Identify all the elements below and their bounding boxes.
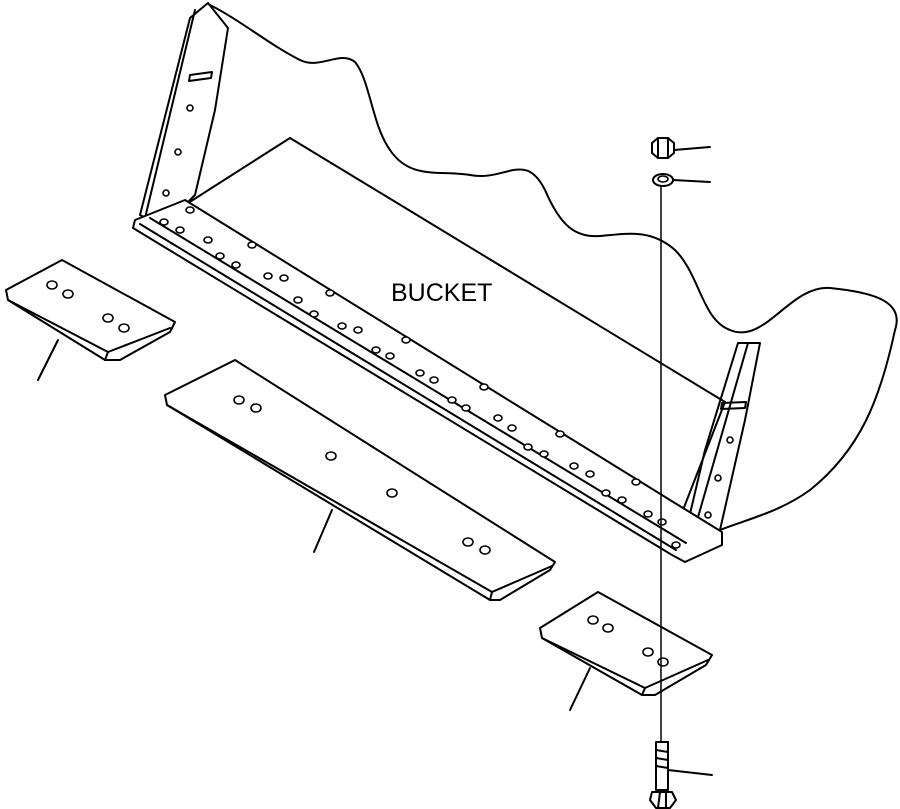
left-end-bit (5, 259, 176, 381)
left-side-inner-edge (144, 9, 196, 219)
bucket-floor-line (289, 137, 726, 403)
bucket-label: BUCKET (391, 279, 492, 307)
nut (651, 137, 711, 159)
left-end-bit-leader (37, 339, 59, 381)
bucket-base-edge-line-2 (149, 217, 687, 544)
right-end-bit-leader (569, 667, 591, 711)
right-side-inner-edge (689, 342, 749, 546)
center-cutting-edge-leader (313, 509, 333, 553)
bucket-floor-right (682, 401, 726, 511)
fasteners (649, 137, 713, 809)
washer-leader (672, 179, 711, 183)
plow-bolt (649, 741, 713, 809)
bucket-floor-left (184, 137, 291, 206)
right-wear-strip (720, 401, 747, 410)
left-wear-strip (188, 71, 213, 82)
nut-leader (673, 146, 711, 151)
center-cutting-edge (164, 359, 556, 601)
bucket (132, 2, 898, 563)
bucket-bolt-holes (159, 104, 734, 549)
bucket-base-edge (132, 199, 723, 563)
bolt-leader (667, 769, 713, 776)
washer (652, 173, 711, 187)
bucket-cutaway-outline (209, 4, 898, 531)
bucket-base-edge-line (139, 223, 677, 551)
right-end-bit (539, 591, 713, 711)
